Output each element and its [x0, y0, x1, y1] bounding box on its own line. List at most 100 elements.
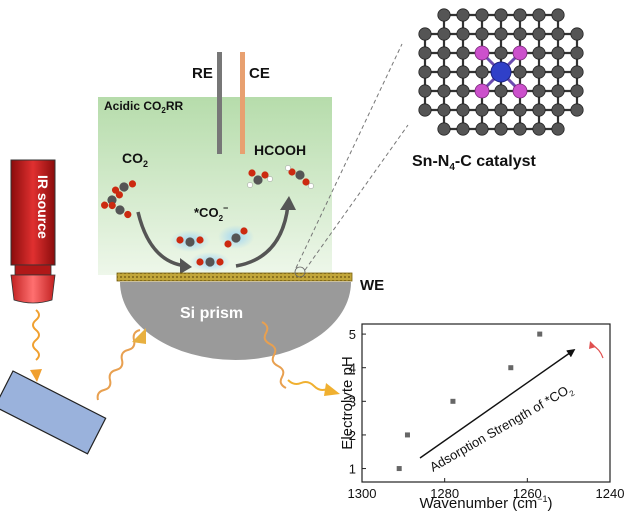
carbon-atom	[551, 122, 565, 136]
desorption-arrow-head	[280, 196, 296, 210]
carbon-atom	[551, 27, 565, 41]
x-tick-label: 1240	[596, 486, 625, 501]
carbon-atom	[456, 8, 470, 22]
ir-beam	[287, 379, 328, 391]
carbon-atom	[513, 122, 527, 136]
x-tick-label: 1300	[348, 486, 377, 501]
zoom-line	[304, 124, 409, 271]
carbon-atom	[570, 103, 584, 117]
carbon-atom	[532, 84, 546, 98]
desorption-arrow	[235, 204, 290, 268]
data-point	[508, 365, 514, 371]
data-point	[450, 398, 456, 404]
carbon-atom	[532, 122, 546, 136]
carbon-atom	[532, 103, 546, 117]
shift-indicator-head	[589, 341, 596, 349]
nitrogen-atom	[474, 83, 490, 99]
carbon-atom	[437, 8, 451, 22]
electrochemical-cell: Acidic CO2RR RE CE CO2 HCOOH *CO2−	[98, 52, 384, 294]
product-label: HCOOH	[254, 142, 306, 158]
y-tick-label: 3	[349, 394, 356, 409]
ir-beam-head	[30, 369, 42, 382]
catalyst-label: Sn-N4-C catalyst	[412, 153, 536, 173]
carbon-atom	[570, 65, 584, 79]
data-point	[537, 331, 543, 337]
carbon-atom	[475, 8, 489, 22]
hcooh-molecule	[247, 169, 273, 188]
carbon-atom	[532, 8, 546, 22]
carbon-atom	[437, 103, 451, 117]
carbon-atom	[475, 27, 489, 41]
co2-intermediate	[170, 230, 210, 252]
ir-source: IR source	[10, 159, 56, 304]
zoom-origin	[294, 266, 306, 278]
carbon-atom	[418, 46, 432, 60]
nitrogen-atom	[512, 83, 528, 99]
co2-molecule	[111, 180, 137, 194]
carbon-atom	[475, 103, 489, 117]
prism-label: Si prism	[180, 305, 243, 322]
trend-arrow	[419, 349, 576, 459]
x-tick-label: 1280	[430, 486, 459, 501]
ir-beam	[261, 321, 287, 389]
co2-molecule	[101, 191, 123, 209]
data-point	[396, 466, 402, 472]
carbon-atom	[456, 103, 470, 117]
adsorption-arrow-head	[180, 258, 192, 274]
y-tick-label: 2	[349, 428, 356, 443]
y-tick-label: 1	[349, 462, 356, 477]
carbon-atom	[437, 46, 451, 60]
reference-electrode	[217, 52, 222, 154]
carbon-atom	[513, 8, 527, 22]
reactant-label: CO2	[122, 150, 148, 169]
co2-molecule	[108, 201, 132, 219]
y-tick-label: 5	[349, 327, 356, 342]
carbon-atom	[532, 27, 546, 41]
carbon-atom	[494, 27, 508, 41]
ph-chart: Electrolyte pH Wavenumber (cm−1) Adsorpt…	[339, 323, 625, 512]
carbon-atom	[513, 103, 527, 117]
electrolyte-region	[98, 97, 332, 275]
adsorption-arrow	[136, 211, 187, 268]
carbon-atom	[570, 27, 584, 41]
carbon-atom	[494, 103, 508, 117]
intermediate-label: *CO2−	[194, 203, 228, 223]
carbon-atom	[418, 65, 432, 79]
carbon-atom	[456, 27, 470, 41]
nitrogen-atom	[512, 45, 528, 61]
carbon-atom	[551, 8, 565, 22]
ir-beam-head	[132, 328, 146, 344]
zoom-line	[295, 43, 403, 269]
chart-frame	[361, 323, 611, 483]
carbon-atom	[437, 27, 451, 41]
carbon-atom	[456, 65, 470, 79]
carbon-atom	[494, 84, 508, 98]
carbon-atom	[475, 65, 489, 79]
carbon-atom	[494, 122, 508, 136]
reaction-label: Acidic CO2RR	[104, 99, 183, 115]
carbon-atom	[456, 46, 470, 60]
carbon-atom	[551, 103, 565, 117]
hcooh-molecule	[285, 165, 314, 189]
carbon-atom	[513, 65, 527, 79]
nitrogen-atom	[474, 45, 490, 61]
si-prism: Si prism	[120, 282, 351, 360]
tin-atom	[490, 61, 512, 83]
carbon-atom	[551, 46, 565, 60]
carbon-atom	[570, 84, 584, 98]
working-electrode	[116, 272, 353, 282]
carbon-atom	[437, 122, 451, 136]
carbon-atom	[418, 84, 432, 98]
carbon-atom	[475, 122, 489, 136]
carbon-atom	[551, 84, 565, 98]
ir-detector	[0, 370, 107, 455]
carbon-atom	[532, 65, 546, 79]
y-axis-label: Electrolyte pH	[339, 356, 356, 449]
carbon-atom	[532, 46, 546, 60]
carbon-atom	[551, 65, 565, 79]
reference-electrode-label: RE	[192, 65, 213, 82]
co2-intermediate	[190, 252, 230, 272]
carbon-atom	[418, 103, 432, 117]
data-point	[404, 432, 410, 438]
